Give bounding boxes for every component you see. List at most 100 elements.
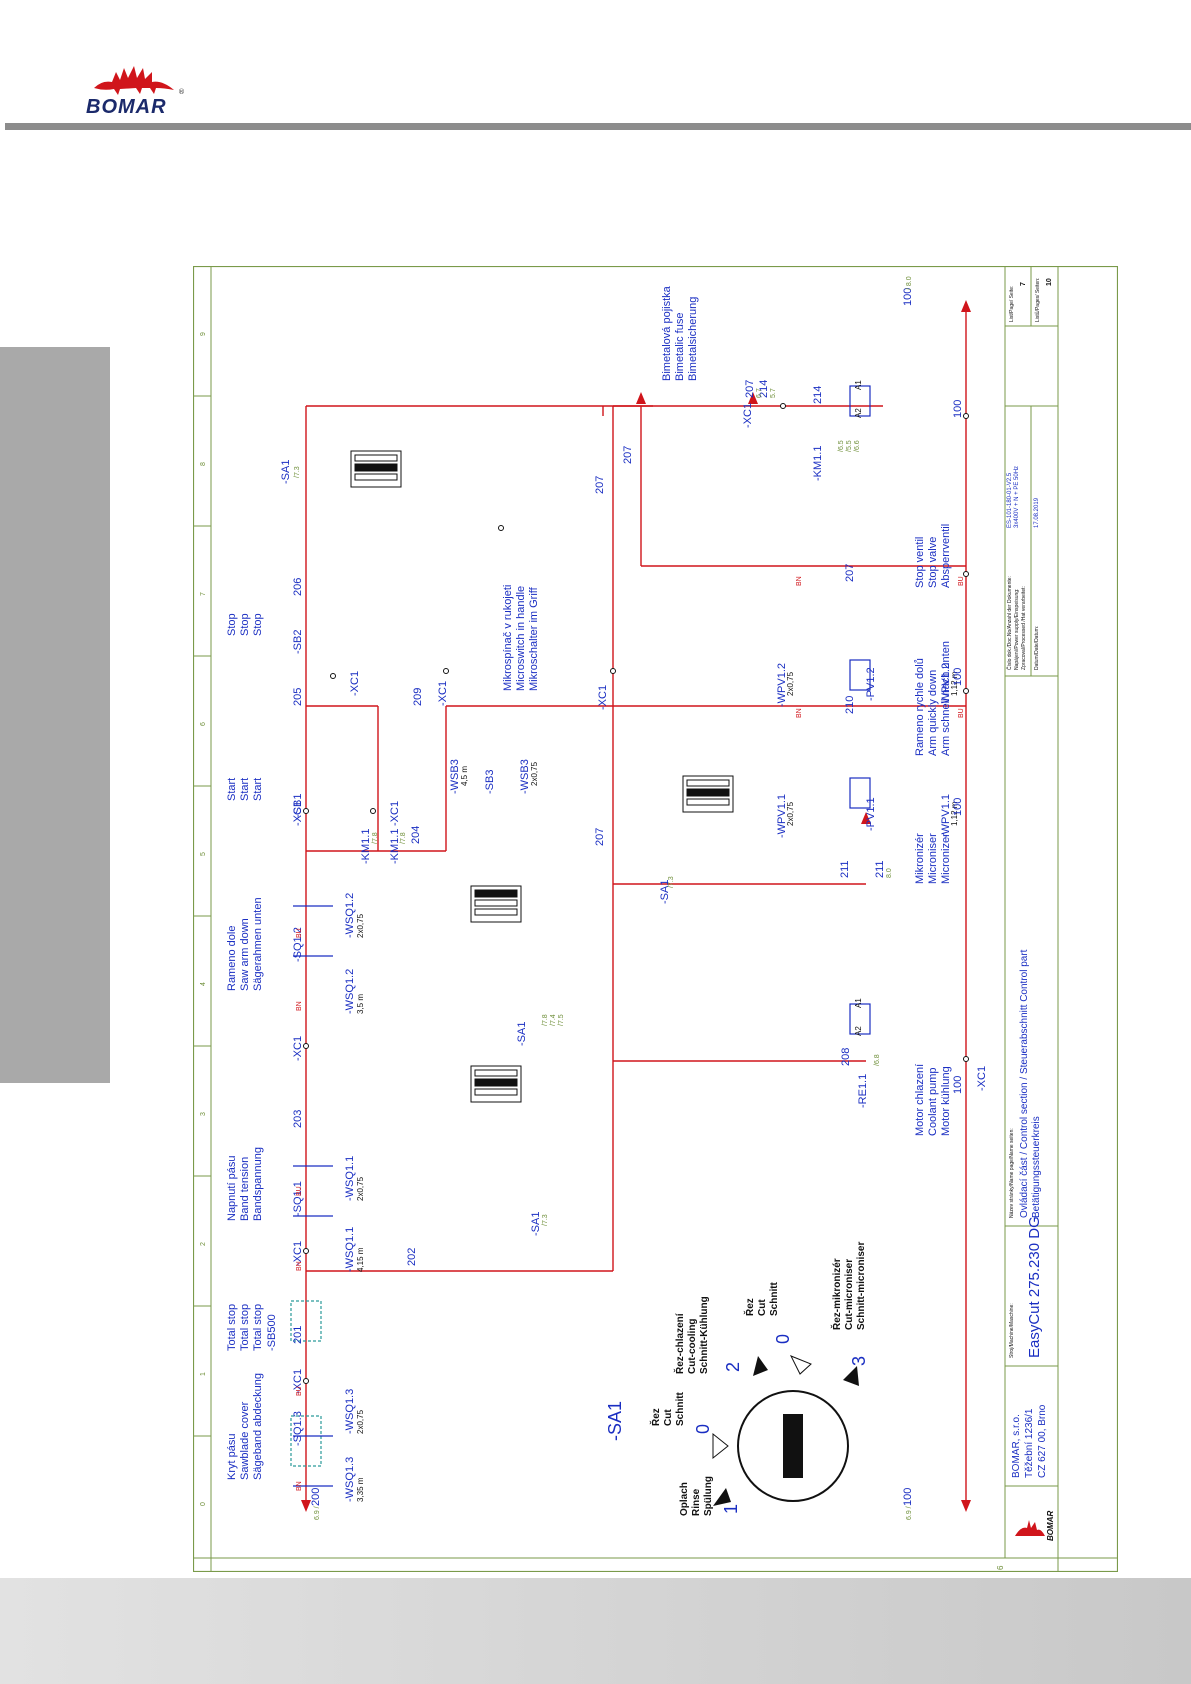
- ref-7-5: /7.5: [558, 1014, 565, 1026]
- sb500-desc-en: Total stop: [239, 1304, 251, 1351]
- bn-marker: BN: [796, 576, 803, 586]
- sq12-desc-de: Sägerahmen unten: [252, 897, 264, 991]
- arrow-pos2-icon: [753, 1356, 768, 1376]
- wsq12-cable: -WSQ1.2: [344, 969, 356, 1014]
- wire-100: 100: [952, 1076, 964, 1094]
- sb2-desc-en: Stop: [239, 613, 251, 636]
- selector-switch-symbol: [712, 1355, 859, 1506]
- arrow-pos0b-icon: [789, 1355, 812, 1375]
- wire-207: 207: [594, 828, 606, 846]
- wire-100: 100: [952, 668, 964, 686]
- sq11-tag: -SQ1.1: [292, 1181, 304, 1216]
- bomar-logo: BOMAR ®: [80, 58, 190, 128]
- pos3-number: 3: [849, 1356, 869, 1366]
- re11-label: -RE1.1: [857, 1074, 869, 1108]
- bn-marker: BN: [796, 708, 803, 718]
- pos0b-de: Schnitt: [769, 1281, 780, 1316]
- coolant-desc-en: Coolant pump: [927, 1068, 939, 1137]
- re11-coil: [849, 1003, 871, 1035]
- ref-6-6: /6.6: [854, 440, 861, 452]
- pos1-cz: Oplach: [679, 1482, 690, 1516]
- xc1-label: -XC1: [292, 801, 304, 826]
- wpv11-label: -WPV1.1: [776, 794, 788, 838]
- ref-7-3: /7.3: [542, 1214, 549, 1226]
- re11-a2: A2: [854, 1026, 863, 1036]
- coolant-desc-cz: Motor chlazení: [914, 1064, 926, 1136]
- bu-marker: BU: [296, 1386, 303, 1396]
- arrow-pos1-icon: [713, 1488, 731, 1506]
- page-count: 10: [1046, 278, 1053, 286]
- pv11-coil: [849, 777, 871, 809]
- machine-label: Stroj/Machine/Maschine:: [1009, 1303, 1015, 1358]
- wire-211: 211: [874, 860, 886, 878]
- stopvalve-desc-en: Stop valve: [927, 537, 939, 588]
- bn-marker: BN: [296, 1261, 303, 1271]
- processed-label: Zpracoval/Processed /Hat verarbeitet:: [1021, 586, 1027, 670]
- sb500-desc-cz: Total stop: [226, 1304, 238, 1351]
- grid-number: 9: [200, 332, 207, 336]
- date-label: Datum/Date/Datum:: [1034, 626, 1040, 670]
- grid-number: 5: [200, 852, 207, 856]
- sq13-desc-de: Sägeband abdeckung: [252, 1373, 264, 1480]
- doc-number: ES-101-180-01-V2.5: [1007, 472, 1013, 528]
- sq12-desc-cz: Rameno dole: [226, 926, 238, 991]
- micro-desc-de: Mikroschalter im Griff: [528, 586, 540, 691]
- sb3-label: -SB3: [484, 770, 496, 794]
- km11-label: -KM1.1: [812, 446, 824, 481]
- re11-a1: A1: [854, 998, 863, 1008]
- sb500-tag: -SB500: [266, 1314, 278, 1351]
- grid-number: 7: [200, 592, 207, 596]
- ref-6-5: /6.5: [838, 440, 845, 452]
- wsb3-label: -WSB3: [449, 759, 461, 794]
- brand-wordmark: BOMAR: [86, 96, 167, 118]
- wsq11-length: 4,15 m: [356, 1247, 365, 1272]
- wsq12-spec: 2x0,75: [356, 913, 365, 938]
- wsq11-spec: 2x0,75: [356, 1176, 365, 1201]
- wpv12-label-2: -WPV1.2: [940, 663, 952, 707]
- arrow-pos3-icon: [843, 1366, 859, 1386]
- page-title-line1: Ovládací část / Control section / Steuer…: [1019, 949, 1030, 1218]
- xc1-label: -XC1: [742, 403, 754, 428]
- grid-number: 1: [200, 1372, 207, 1376]
- ref-7-8: /7.8: [400, 832, 407, 844]
- pos1-number: 1: [721, 1504, 741, 1514]
- arrow-200: [301, 1500, 311, 1512]
- pos3-cz: Řez-mikronizér: [830, 1258, 843, 1330]
- wire-206: 206: [292, 578, 304, 596]
- wire-214: 214: [812, 386, 824, 404]
- company-name: BOMAR, s.r.o.: [1011, 1414, 1022, 1478]
- wire-205: 205: [292, 688, 304, 706]
- wire-204: 204: [410, 826, 422, 844]
- footer-band: [0, 1578, 1191, 1684]
- pv12-label: -PV1.2: [865, 667, 877, 701]
- wpv12-length: 1,12 m: [950, 671, 959, 696]
- company-city: CZ 627 00, Brno: [1037, 1404, 1048, 1478]
- xc1-label: -XC1: [597, 685, 609, 710]
- sa1-top-tag: -SA1: [280, 460, 292, 484]
- corner-number: 6: [996, 1565, 1005, 1570]
- wire-207: 207: [622, 446, 634, 464]
- ref-5-7: 5.7: [770, 388, 777, 398]
- sa1-label: -SA1: [516, 1022, 528, 1046]
- sb500-enclosure: [290, 1300, 322, 1342]
- stopvalve-desc-cz: Stop ventil: [914, 537, 926, 588]
- wsb3-length: 4,5 m: [460, 766, 469, 786]
- km11-label: -KM1.1: [360, 829, 372, 864]
- pos0-en: Cut: [663, 1409, 674, 1426]
- km11-a2: A2: [854, 408, 863, 418]
- wire-100: 100: [952, 798, 964, 816]
- title-block-brand: BOMAR: [1046, 1511, 1055, 1541]
- sq11-desc-en: Band tension: [239, 1157, 251, 1221]
- coolant-desc-de: Motor kühlung: [940, 1066, 952, 1136]
- sq13-tag: -SQ1.3: [292, 1411, 304, 1446]
- page-label: List/Page/ Seite:: [1009, 286, 1015, 322]
- bomar-small-logo-icon: [1015, 1520, 1045, 1536]
- pos2-de: Schnitt-Kühlung: [699, 1296, 710, 1374]
- fuse-desc-en: Bimetalic fuse: [674, 313, 686, 381]
- sb1-tag: -SB1: [292, 794, 304, 818]
- sq13-enclosure: [290, 1415, 322, 1467]
- bu-marker: BU: [296, 928, 303, 938]
- grid-number: 0: [200, 1502, 207, 1506]
- wire-208: 208: [840, 1048, 852, 1066]
- registered-mark: ®: [178, 88, 185, 96]
